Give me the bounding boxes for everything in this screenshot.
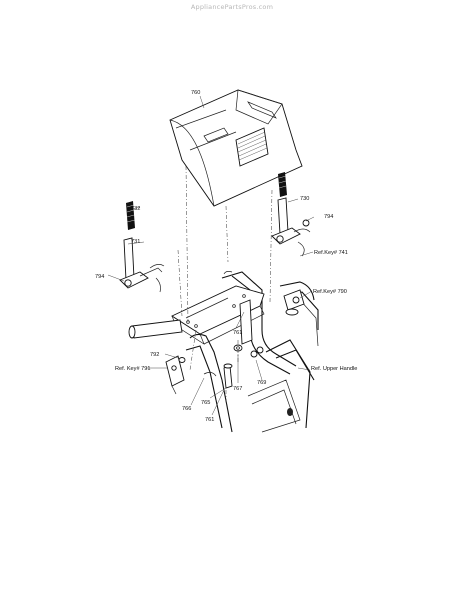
watermark: AppliancePartsPros.com	[190, 3, 274, 11]
callout-760: 760	[191, 90, 200, 96]
callout-761-lower: 761	[205, 417, 214, 423]
callout-794-right: 794	[324, 214, 333, 220]
callout-730: 730	[300, 196, 309, 202]
decal-left	[126, 201, 136, 230]
callout-766: 766	[182, 406, 191, 412]
callout-ref-791: Ref. Key# 791	[115, 366, 150, 372]
console-housing	[169, 89, 303, 207]
callout-767: 767	[233, 386, 242, 392]
callout-732: 732	[131, 206, 140, 212]
callout-794-left: 794	[95, 274, 104, 280]
callout-769: 769	[257, 380, 266, 386]
left-handlebar	[128, 319, 183, 339]
callout-ref-741: Ref.Key# 741	[314, 250, 348, 256]
callout-765: 765	[201, 400, 210, 406]
assembly-lines	[177, 165, 273, 402]
callout-731: 731	[131, 239, 140, 245]
left-control-lever	[119, 237, 165, 293]
callout-labels: 760 730 732 794 731 Ref.Key# 741 794 Ref…	[95, 90, 357, 423]
callout-ref-upper-handle: Ref. Upper Handle	[311, 366, 357, 372]
callout-761-upper: 761	[233, 330, 242, 336]
mounting-plate	[171, 285, 265, 345]
right-control-lever	[271, 197, 311, 257]
decal-right	[278, 172, 287, 197]
callout-792: 792	[150, 352, 159, 358]
leader-lines	[107, 95, 315, 416]
callout-ref-790: Ref.Key# 790	[313, 289, 347, 295]
right-actuator	[283, 289, 305, 316]
left-bracket	[165, 355, 186, 395]
